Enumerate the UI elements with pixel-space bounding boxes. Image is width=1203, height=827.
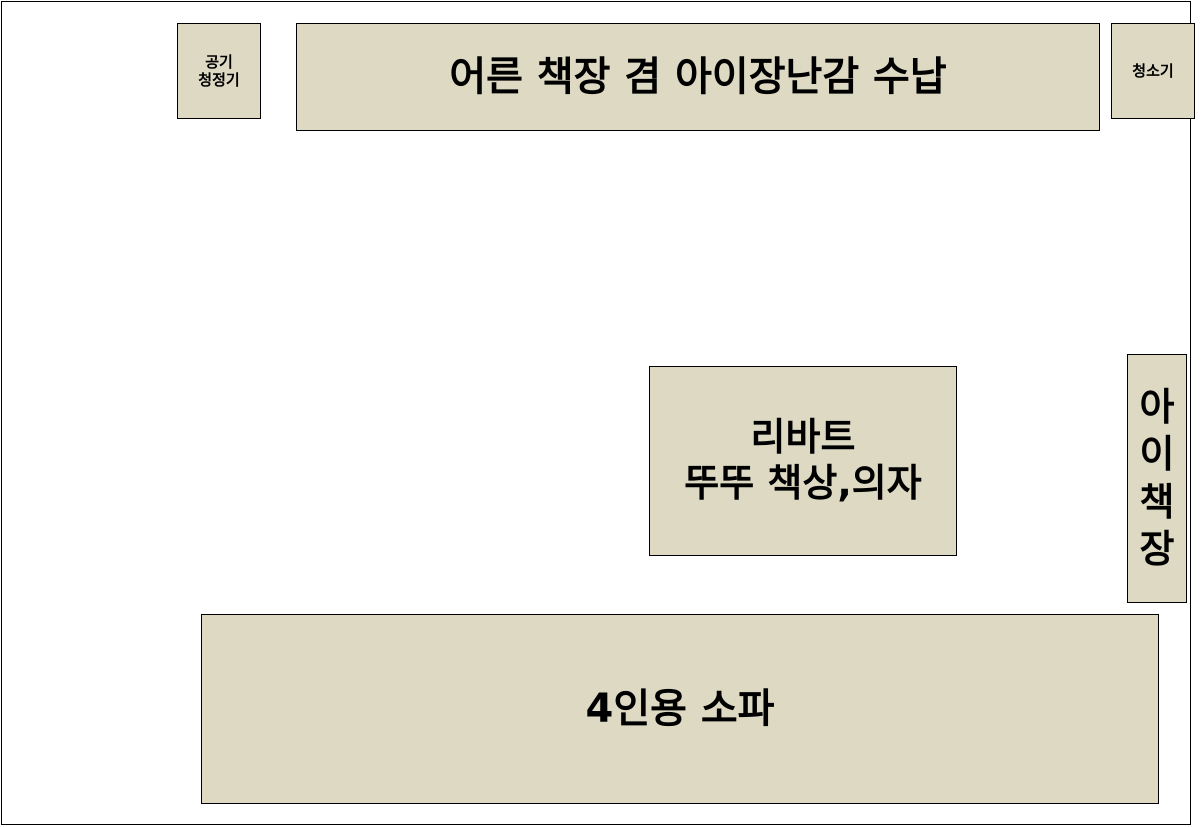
desk-chair-box: 리바트 뚜뚜 책상,의자 xyxy=(649,366,957,556)
kids-bookshelf-box: 아 이 책 장 xyxy=(1127,354,1187,603)
adult-bookshelf-toy-storage-box: 어른 책장 겸 아이장난감 수납 xyxy=(296,23,1100,131)
air-purifier-box: 공기 청정기 xyxy=(177,23,261,119)
vacuum-cleaner-box: 청소기 xyxy=(1111,23,1195,119)
sofa-box: 4인용 소파 xyxy=(201,614,1159,804)
